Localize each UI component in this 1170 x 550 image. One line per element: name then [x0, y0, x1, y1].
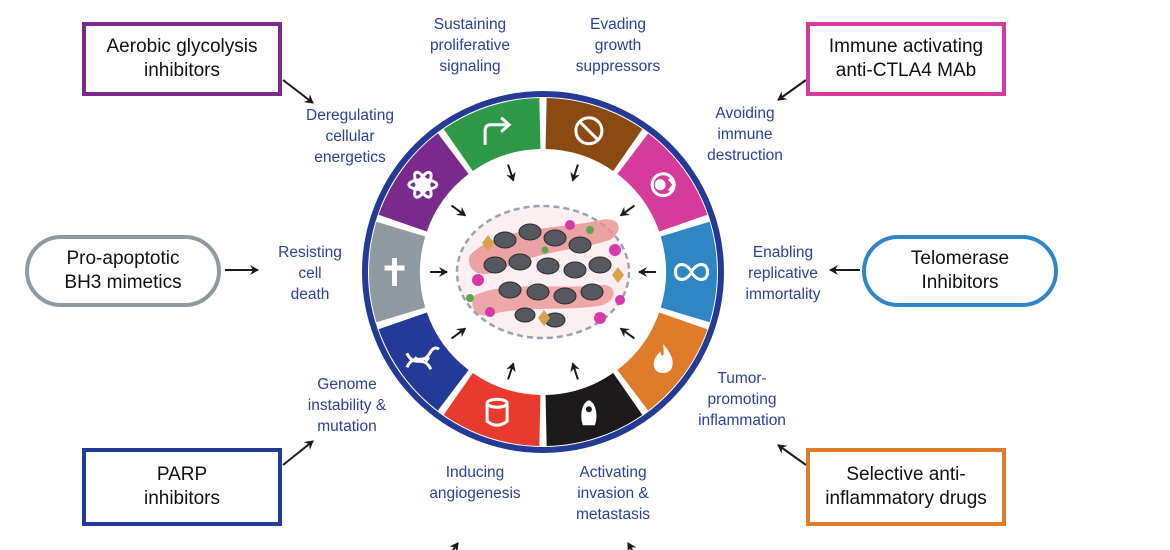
flame-icon	[653, 344, 673, 374]
dna-icon	[405, 346, 440, 371]
label-line: energetics	[314, 149, 386, 166]
label-avoiding: Avoiding immune destruction	[680, 103, 810, 166]
label-line: growth	[594, 37, 642, 54]
label-line: Activating	[579, 464, 647, 481]
vessel-icon	[485, 397, 509, 427]
label-line: invasion &	[577, 485, 649, 502]
label-enabling: Enabling replicative immortality	[728, 242, 838, 305]
box-line: inhibitors	[143, 488, 221, 509]
label-line: cell	[298, 265, 322, 282]
inner-arrow	[570, 362, 580, 380]
label-line: destruction	[707, 147, 783, 164]
label-line: mutation	[317, 418, 377, 435]
label-line: immune	[717, 126, 773, 143]
label-line: proliferative	[429, 37, 511, 54]
label-deregulating: Deregulating cellular energetics	[285, 105, 415, 168]
label-sustaining: Sustaining proliferative signaling	[400, 14, 540, 77]
inner-arrow	[450, 327, 467, 340]
atom-icon	[407, 170, 439, 199]
selective-anti-inflammatory-box: Selective anti-inflammatory drugs	[806, 448, 1006, 526]
box-line: Aerobic glycolysis	[106, 36, 258, 57]
label-line: cellular	[325, 128, 375, 145]
box-line: PARP	[156, 464, 208, 485]
box-line: anti-CTLA4 MAb	[835, 60, 977, 81]
label-line: Enabling	[752, 244, 814, 261]
aerobic-glycolysis-inhibitors-box: Aerobic glycolysis inhibitors	[82, 22, 282, 96]
label-line: angiogenesis	[429, 485, 521, 502]
segment-sustaining	[443, 98, 541, 171]
label-line: Deregulating	[306, 107, 394, 124]
box-line: Selective anti-	[846, 464, 966, 485]
label-line: Avoiding	[715, 105, 775, 122]
label-genome: Genome instability & mutation	[282, 374, 412, 437]
label-line: promoting	[707, 391, 777, 408]
label-line: Genome	[317, 376, 377, 393]
box-line: Telomerase	[910, 248, 1010, 269]
label-activating: Activating invasion & metastasis	[548, 462, 678, 525]
box-line: Pro-apoptotic	[66, 248, 180, 269]
arrow-antiinflammatory	[777, 444, 807, 466]
box-line: inflammatory drugs	[825, 488, 987, 509]
box-line: Immune activating	[828, 36, 984, 57]
segment-resisting	[368, 221, 426, 323]
arrow-parp	[282, 440, 314, 466]
inner-arrow	[506, 362, 516, 380]
label-line: immortality	[745, 286, 821, 303]
arrow-bottom-right	[627, 542, 637, 550]
box-line: Inhibitors	[921, 272, 999, 293]
label-line: replicative	[748, 265, 818, 282]
label-line: Sustaining	[433, 16, 507, 33]
label-line: Inducing	[445, 464, 505, 481]
hallmark-segments	[368, 98, 717, 446]
label-line: Tumor-	[717, 370, 767, 387]
inner-arrow	[619, 327, 636, 340]
label-line: metastasis	[575, 506, 651, 523]
segment-enabling	[660, 221, 717, 323]
label-line: Evading	[589, 16, 646, 33]
migrating-cell-icon	[581, 400, 597, 426]
inner-arrow	[450, 204, 467, 217]
parp-inhibitors-box: PARP inhibitors	[82, 448, 282, 526]
box-line: BH3 mimetics	[64, 272, 182, 293]
box-line: inhibitors	[143, 60, 221, 81]
prohibition-icon	[574, 116, 604, 146]
label-line: death	[290, 286, 330, 303]
arrow-immune	[777, 79, 807, 101]
inhibitor-arrows	[225, 79, 860, 550]
arrow-bottom-left	[449, 542, 459, 550]
tumor-microenvironment-icon	[455, 204, 631, 340]
inner-arrow	[570, 164, 580, 182]
arrow-aerobic	[282, 79, 314, 104]
segment-inducing	[443, 373, 541, 446]
infinity-icon	[673, 263, 710, 281]
inner-arrow	[506, 164, 516, 182]
label-resisting: Resisting cell death	[260, 242, 360, 305]
label-evading: Evading growth suppressors	[548, 14, 688, 77]
label-line: signaling	[439, 58, 501, 75]
label-line: suppressors	[575, 58, 661, 75]
inner-arrow	[619, 204, 636, 217]
immune-cell-icon	[650, 172, 677, 198]
label-tumor: Tumor-promoting inflammation	[682, 368, 802, 431]
immune-activating-box: Immune activating anti-CTLA4 MAb	[806, 22, 1006, 96]
label-line: Resisting	[278, 244, 342, 261]
label-inducing: Inducing angiogenesis	[405, 462, 545, 504]
label-line: instability &	[307, 397, 387, 414]
label-line: inflammation	[698, 412, 786, 429]
arrow-icon	[483, 116, 512, 145]
cross-icon	[384, 258, 405, 286]
